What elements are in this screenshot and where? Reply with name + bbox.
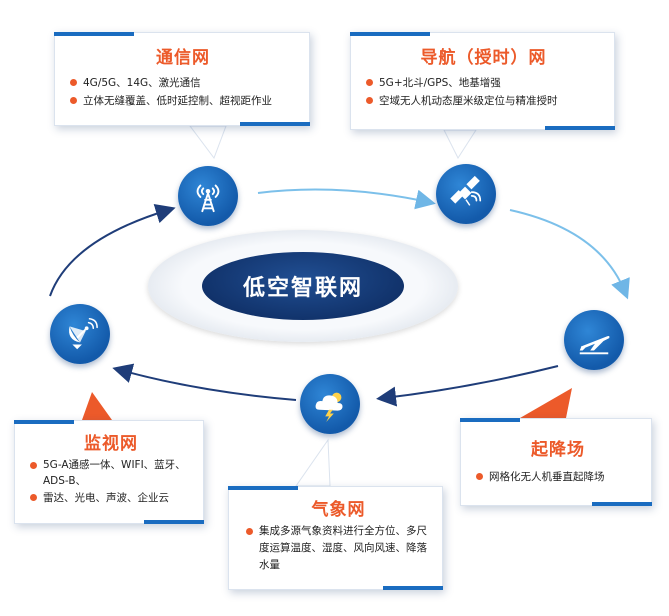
- nav-card: 导航（授时）网 5G+北斗/GPS、地基增强 空域无人机动态厘米级定位与精准授时: [350, 32, 615, 130]
- card-accent: [592, 502, 652, 506]
- radar-dish-icon: [50, 304, 110, 364]
- card-accent: [545, 126, 615, 130]
- list-item: 集成多源气象资料进行全方位、多尺度运算温度、湿度、风向风速、降落水量: [245, 523, 437, 574]
- radio-tower-glyph: [196, 184, 220, 213]
- monitor-title: 监视网: [84, 434, 138, 454]
- satellite-glyph: [450, 175, 482, 206]
- nav-list: 5G+北斗/GPS、地基增强 空域无人机动态厘米级定位与精准授时: [365, 74, 602, 110]
- arrow-nav-to-airport: [509, 209, 630, 300]
- satellite-icon: [436, 164, 496, 224]
- airplane-takeoff-icon: [564, 310, 624, 370]
- list-item: 立体无缝覆盖、低时延控制、超视距作业: [69, 92, 297, 110]
- weather-card: 气象网 集成多源气象资料进行全方位、多尺度运算温度、湿度、风向风速、降落水量: [228, 486, 443, 590]
- arrow-weather-to-monitor: [112, 363, 297, 401]
- airport-list: 网格化无人机垂直起降场: [475, 468, 641, 486]
- card-accent: [460, 418, 520, 422]
- storm-cloud-icon: [300, 374, 360, 434]
- list-item: 网格化无人机垂直起降场: [475, 468, 641, 486]
- list-item: 空域无人机动态厘米级定位与精准授时: [365, 92, 602, 110]
- arrow-comm-to-nav: [257, 188, 436, 210]
- nav-card-tail: [443, 129, 477, 160]
- airport-card: 起降场 网格化无人机垂直起降场: [460, 418, 652, 506]
- comm-card-tail: [189, 125, 227, 160]
- airport-card-tail: [520, 388, 572, 418]
- list-item: 5G+北斗/GPS、地基增强: [365, 74, 602, 92]
- card-accent: [14, 420, 74, 424]
- card-accent: [144, 520, 204, 524]
- weather-card-tail: [295, 438, 331, 487]
- card-accent: [240, 122, 310, 126]
- card-accent: [383, 586, 443, 590]
- monitor-card-tail: [82, 392, 112, 420]
- radar-dish-glyph: [69, 318, 98, 350]
- comm-list: 4G/5G、14G、激光通信 立体无缝覆盖、低时延控制、超视距作业: [69, 74, 297, 110]
- airplane-glyph: [579, 335, 610, 355]
- weather-list: 集成多源气象资料进行全方位、多尺度运算温度、湿度、风向风速、降落水量: [245, 523, 432, 574]
- nav-title: 导航（授时）网: [420, 48, 547, 68]
- comm-card: 通信网 4G/5G、14G、激光通信 立体无缝覆盖、低时延控制、超视距作业: [54, 32, 310, 126]
- airport-title: 起降场: [531, 440, 585, 460]
- list-item: 5G-A通感一体、WIFI、蓝牙、ADS-B、: [29, 457, 193, 489]
- center-title: 低空智联网: [202, 252, 404, 320]
- storm-cloud-glyph: [315, 392, 343, 423]
- arrow-monitor-to-comm: [49, 203, 176, 297]
- radio-tower-icon: [178, 166, 238, 226]
- comm-title: 通信网: [156, 48, 210, 68]
- list-item: 雷达、光电、声波、企业云: [29, 489, 193, 507]
- card-accent: [350, 32, 430, 36]
- monitor-card: 监视网 5G-A通感一体、WIFI、蓝牙、ADS-B、 雷达、光电、声波、企业云: [14, 420, 204, 524]
- arrow-airport-to-weather: [376, 365, 559, 407]
- card-accent: [54, 32, 134, 36]
- list-item: 4G/5G、14G、激光通信: [69, 74, 297, 92]
- monitor-list: 5G-A通感一体、WIFI、蓝牙、ADS-B、 雷达、光电、声波、企业云: [29, 457, 193, 507]
- weather-title: 气象网: [311, 500, 366, 520]
- card-accent: [228, 486, 298, 490]
